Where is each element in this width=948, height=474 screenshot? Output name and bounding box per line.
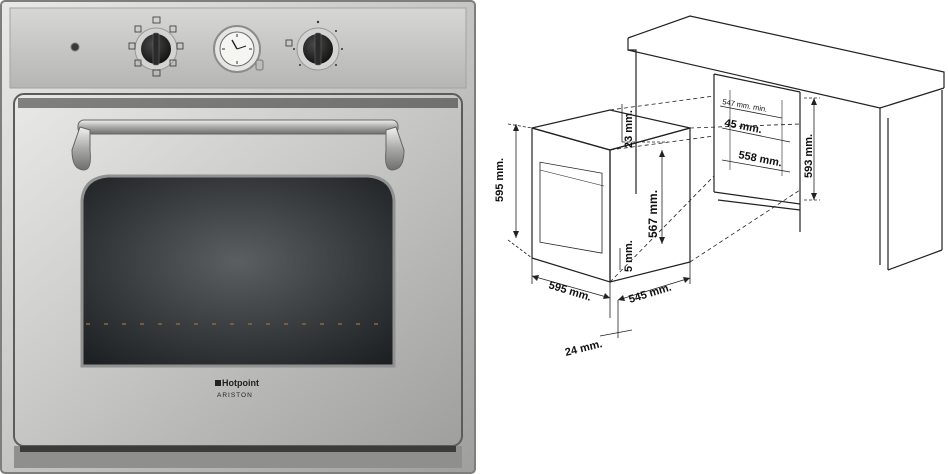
door-window — [80, 174, 396, 368]
label-bottom-gap: 5 mm. — [623, 240, 635, 272]
brand-logo: Hotpoint ARISTON — [215, 378, 259, 399]
function-selector-knob[interactable] — [128, 16, 184, 77]
indicator-light — [70, 42, 80, 52]
label-niche-min-width: 547 mm. min. — [722, 97, 768, 114]
label-niche-depth: 558 mm. — [737, 149, 783, 169]
oven-illustration: Hotpoint ARISTON — [0, 0, 476, 474]
label-niche-top-gap: 45 mm. — [723, 117, 763, 136]
brand-name: Hotpoint — [222, 378, 259, 388]
label-top-gap: 23 mm. — [623, 110, 635, 148]
oven-box — [531, 109, 691, 283]
thermostat-knob[interactable] — [285, 20, 343, 71]
timer-clock[interactable] — [213, 25, 264, 73]
brand-subname: ARISTON — [217, 392, 253, 399]
label-oven-width: 595 mm. — [547, 279, 593, 303]
installation-dimension-diagram: 595 mm. 23 mm. 567 mm. 5 mm. 595 mm. 545… — [494, 15, 945, 359]
door-handle[interactable] — [71, 119, 405, 171]
label-oven-height: 595 mm. — [494, 158, 506, 202]
label-body-height: 567 mm. — [646, 190, 660, 238]
label-niche-height: 593 mm. — [803, 134, 815, 178]
label-oven-depth: 545 mm. — [627, 282, 673, 306]
label-front-depth: 24 mm. — [564, 338, 604, 359]
kitchen-cabinet — [627, 15, 945, 271]
